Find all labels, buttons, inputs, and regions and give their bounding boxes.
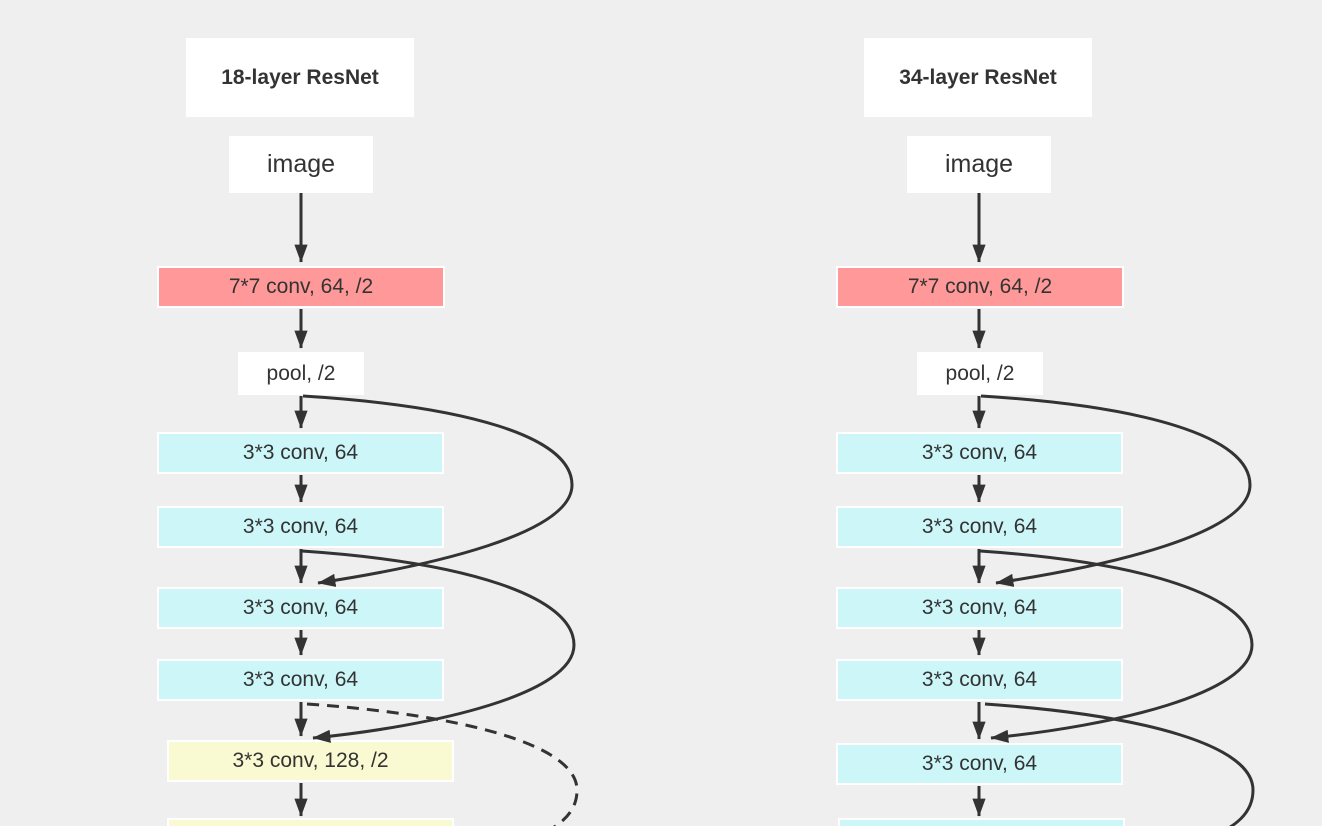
node-image: image (229, 136, 373, 193)
skip-connection (980, 394, 1252, 587)
column-title-18-layer: 18-layer ResNet (186, 38, 414, 117)
node-conv3x3-64: 3*3 conv, 64 (836, 506, 1123, 548)
node-conv3x3-64: 3*3 conv, 64 (836, 743, 1123, 785)
skip-connection (979, 549, 1254, 743)
node-conv3x3-64: 3*3 conv, 64 (157, 432, 444, 474)
column-title-34-layer: 34-layer ResNet (864, 38, 1092, 117)
node-pool: pool, /2 (917, 352, 1043, 395)
node-conv3x3-128: 3*3 conv, 128, /2 (167, 740, 454, 782)
node-image: image (907, 136, 1051, 193)
node-conv3x3-64: 3*3 conv, 64 (836, 659, 1123, 701)
node-conv3x3-64: 3*3 conv, 64 (836, 587, 1123, 629)
node-conv7x7: 7*7 conv, 64, /2 (157, 266, 445, 308)
node-conv7x7: 7*7 conv, 64, /2 (836, 266, 1124, 308)
node-conv3x3-64: 3*3 conv, 64 (836, 432, 1123, 474)
node-conv3x3-128-partial (167, 818, 454, 826)
node-conv3x3-64: 3*3 conv, 64 (157, 506, 444, 548)
node-pool: pool, /2 (238, 352, 364, 395)
node-conv3x3-64: 3*3 conv, 64 (157, 587, 444, 629)
node-conv3x3-64-partial (838, 818, 1125, 826)
skip-connection (302, 394, 574, 587)
node-conv3x3-64: 3*3 conv, 64 (157, 659, 444, 701)
skip-connection (301, 549, 576, 743)
